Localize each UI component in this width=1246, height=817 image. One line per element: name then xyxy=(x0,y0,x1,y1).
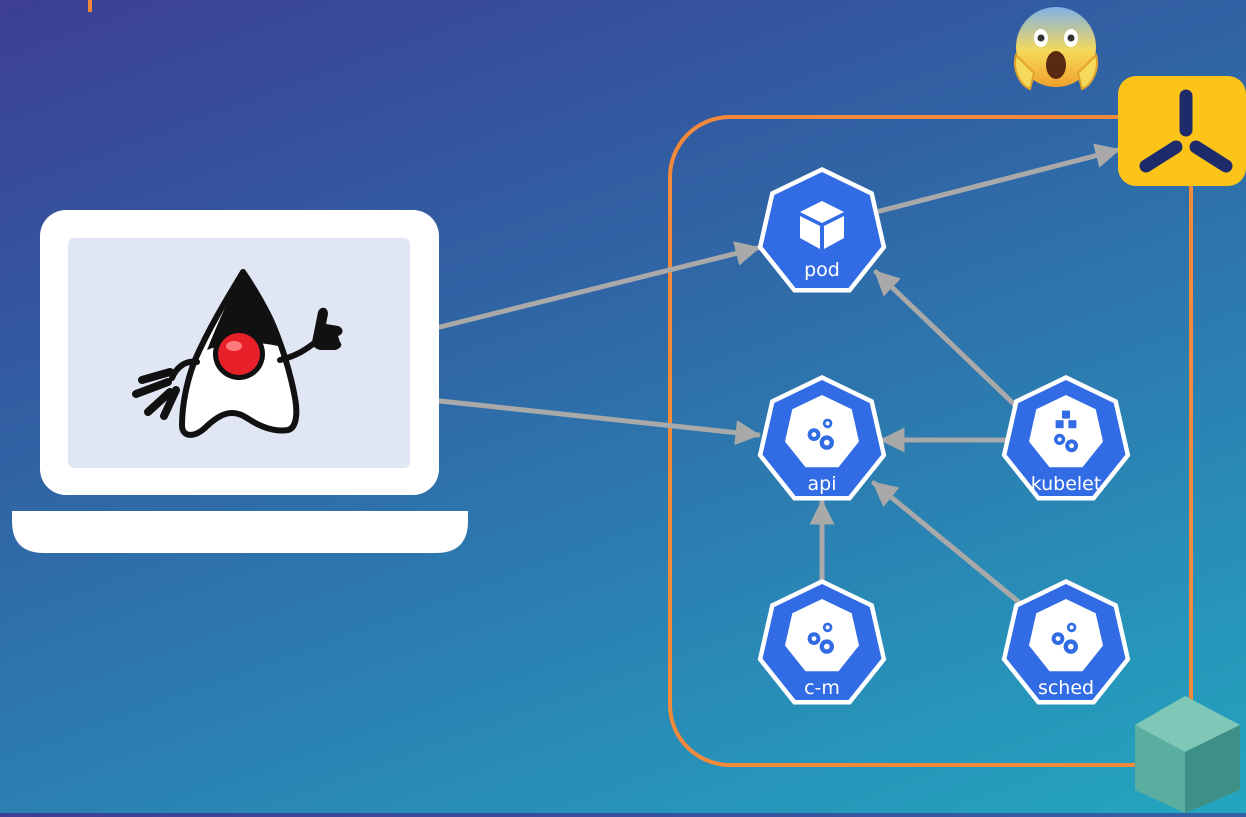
cube-icon xyxy=(800,201,844,249)
node-label: pod xyxy=(804,259,840,281)
edge-sched-api xyxy=(871,480,1023,606)
cluster-boundary xyxy=(668,115,1193,767)
accent-bar xyxy=(88,0,92,12)
gears-with-cubes-icon xyxy=(1054,410,1078,453)
edge-laptop-api xyxy=(437,398,761,446)
node-label: c-m xyxy=(804,677,840,699)
node-api[interactable]: api xyxy=(757,375,887,501)
external-service-logo xyxy=(1118,76,1246,186)
gears-icon xyxy=(807,418,834,450)
gears-icon xyxy=(807,622,834,654)
edge-pod-service xyxy=(877,143,1121,214)
node-kubelet[interactable]: kubelet xyxy=(1001,375,1131,501)
node-label: sched xyxy=(1038,677,1094,699)
gears-icon xyxy=(1051,622,1078,654)
edge-kubelet-pod xyxy=(873,269,1018,408)
node-controller-manager[interactable]: c-m xyxy=(757,579,887,705)
laptop xyxy=(12,210,468,553)
node-label: kubelet xyxy=(1031,473,1102,495)
screaming-face-emoji xyxy=(1014,7,1098,91)
node-label: api xyxy=(808,473,837,495)
edges xyxy=(437,143,1121,606)
java-duke-icon xyxy=(132,269,343,438)
edge-laptop-pod xyxy=(437,241,761,330)
node-pod[interactable]: pod xyxy=(757,167,887,293)
laptop-base xyxy=(12,511,468,553)
teal-cube-decoration xyxy=(1135,696,1240,813)
node-scheduler[interactable]: sched xyxy=(1001,579,1131,705)
